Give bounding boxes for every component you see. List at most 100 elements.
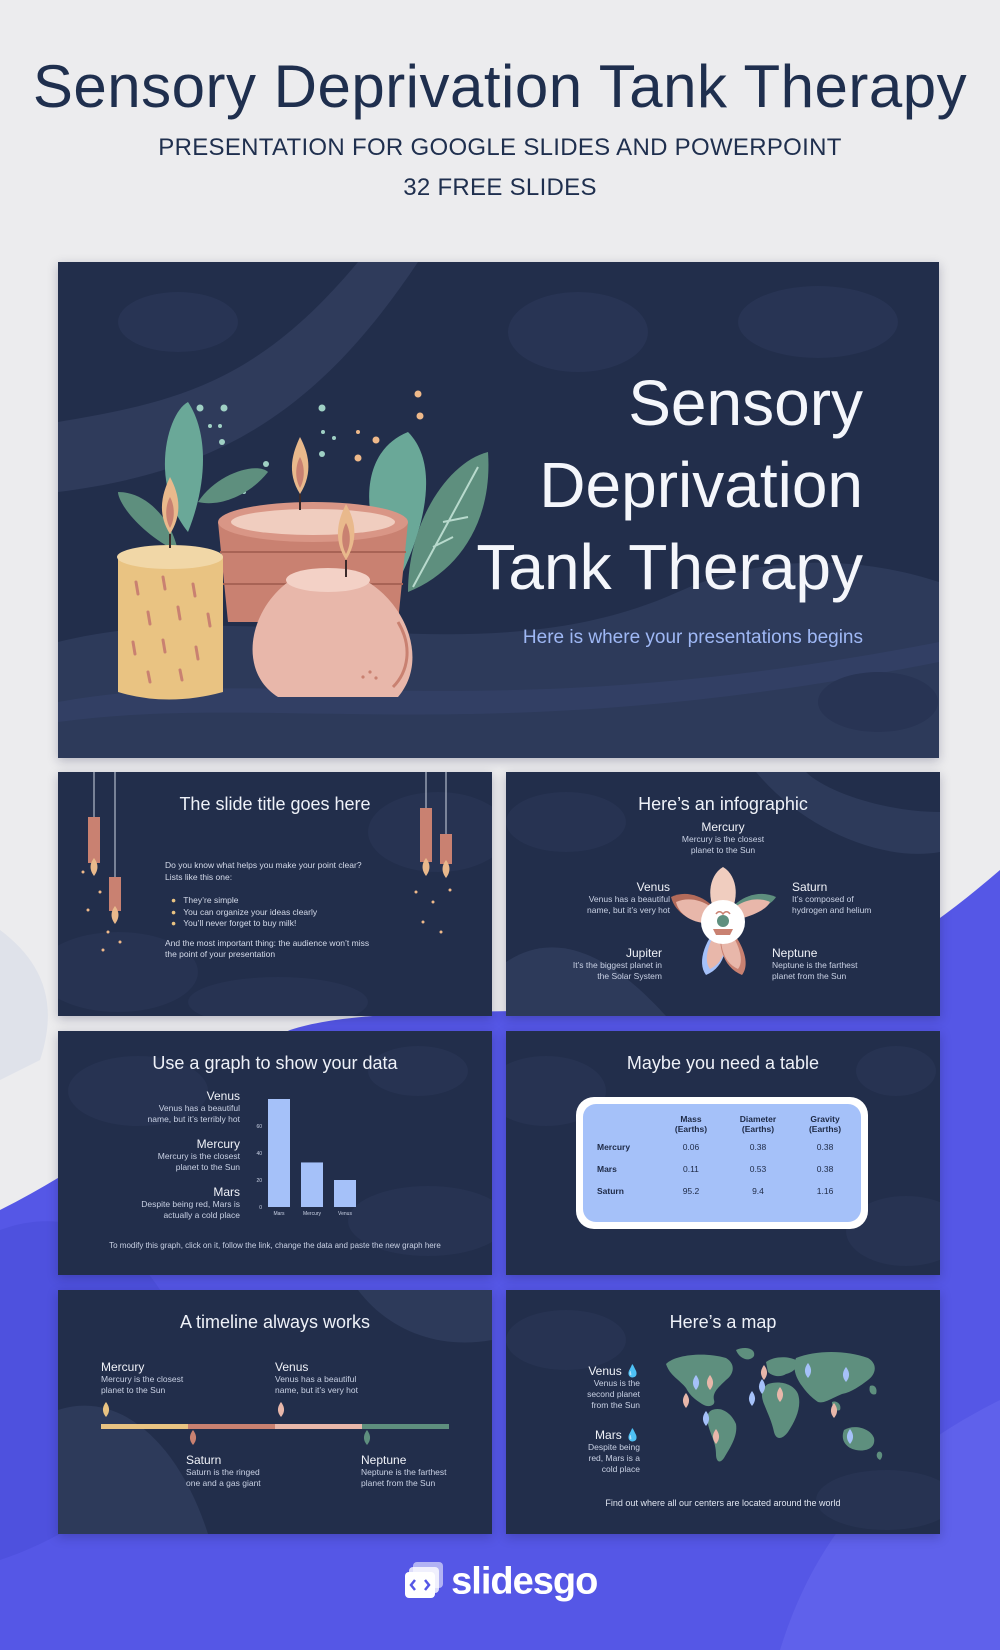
map-item-text: red, Mars is a <box>588 1453 641 1463</box>
x-tick-label: Mars <box>273 1211 285 1217</box>
info-item-text: It’s composed of <box>792 894 854 904</box>
column-header: Diameter(Earths) <box>739 1114 777 1134</box>
slide-count: 32 FREE SLIDES <box>403 174 597 201</box>
world-map[interactable] <box>656 1344 886 1482</box>
slide-title: Maybe you need a table <box>626 1053 820 1073</box>
y-tick-label: 0 <box>259 1205 262 1211</box>
outro-line: And the most important thing: the audien… <box>165 937 370 948</box>
map-item-text: Venus is the <box>593 1378 640 1388</box>
timeline-item-text: one and a gas giant <box>186 1478 261 1488</box>
cover-title: Sensory Deprivation Tank Therapy <box>476 362 863 608</box>
table-frame: Mass(Earths) Diameter(Earths) Gravity(Ea… <box>576 1097 868 1229</box>
info-item-text: Mercury is the closest <box>681 834 765 844</box>
timeline-item-title: Saturn <box>186 1453 222 1467</box>
cover-slide[interactable]: Sensory Deprivation Tank Therapy Here is… <box>58 262 939 758</box>
pin-icon: 💧 <box>625 1428 640 1442</box>
y-tick-label: 40 <box>256 1151 262 1157</box>
timeline-item-text: Mercury is the closest <box>101 1374 184 1384</box>
pin-icon <box>846 1429 854 1444</box>
graph-item-text: actually a cold place <box>163 1210 240 1220</box>
continents <box>666 1348 883 1462</box>
x-tick-label: Venus <box>338 1211 352 1217</box>
cover-title-line: Sensory <box>628 367 863 439</box>
brand-name: slidesgo <box>451 1560 598 1603</box>
candles-illustration <box>117 390 489 700</box>
slide-background-pattern <box>506 772 940 1016</box>
bar-mars[interactable] <box>268 1099 290 1207</box>
info-item-title: Saturn <box>792 880 828 894</box>
slide-graph[interactable]: Use a graph to show your data Venus Venu… <box>58 1031 492 1275</box>
outro-line: the point of your presentation <box>165 949 276 959</box>
column-header: Gravity(Earths) <box>808 1114 842 1134</box>
info-item-text: hydrogen and helium <box>792 905 872 915</box>
slide-table[interactable]: Maybe you need a table Mass(Earths) Diam… <box>506 1031 940 1275</box>
table-panel: Mass(Earths) Diameter(Earths) Gravity(Ea… <box>583 1104 861 1222</box>
x-tick-label: Mercury <box>303 1211 322 1217</box>
brand-logo[interactable]: slidesgo <box>0 1560 1000 1604</box>
pin-icon: 💧 <box>625 1364 640 1378</box>
graph-item-title: Mercury <box>196 1137 240 1151</box>
map-item-title: Venus 💧 <box>588 1364 640 1378</box>
map-item-text: cold place <box>601 1464 640 1474</box>
table-header-row: Mass(Earths) Diameter(Earths) Gravity(Ea… <box>587 1112 857 1136</box>
timeline-item-text: name, but it’s very hot <box>275 1385 358 1395</box>
graph-item-title: Venus <box>206 1089 240 1103</box>
info-item-text: Neptune is the farthest <box>772 960 858 970</box>
timeline-item-title: Venus <box>275 1360 309 1374</box>
pin-icon <box>748 1391 756 1406</box>
graph-item-text: Mercury is the closest <box>157 1151 240 1161</box>
graph-item-mars: Mars Despite being red, Mars is actually… <box>141 1185 240 1221</box>
timeline-item-text: Venus has a beautiful <box>275 1374 357 1384</box>
pin-icon <box>692 1375 700 1390</box>
list-item: ● You can organize your ideas clearly <box>171 906 318 917</box>
graph-item-mercury: Mercury Mercury is the closest planet to… <box>158 1137 240 1173</box>
bullet-list: ● They’re simple ● You can organize your… <box>165 895 425 930</box>
drop-icon <box>102 1402 110 1417</box>
pin-icon <box>712 1429 720 1444</box>
pin-icon <box>682 1393 690 1408</box>
bar-mercury[interactable] <box>301 1162 323 1207</box>
hanging-candles-right <box>414 772 452 934</box>
slide-background-pattern <box>58 1290 492 1534</box>
timeline-item-text: planet to the Sun <box>101 1385 166 1395</box>
bar-venus[interactable] <box>334 1180 356 1207</box>
info-item-venus: Venus Venus has a beautiful name, but it… <box>587 880 670 916</box>
graph-item-venus: Venus Venus has a beautiful name, but it… <box>148 1089 240 1125</box>
pin-icon <box>702 1411 710 1426</box>
y-tick-label: 60 <box>256 1124 262 1130</box>
cover-subtitle: Here is where your presentations begins <box>522 627 863 648</box>
info-item-saturn: Saturn It’s composed of hydrogen and hel… <box>792 880 871 916</box>
info-item-jupiter: Jupiter It’s the biggest planet in the S… <box>573 946 662 982</box>
timeline-item-venus: Venus Venus has a beautiful name, but it… <box>275 1360 358 1396</box>
slide-background-pattern <box>58 772 492 1016</box>
drop-icon <box>189 1430 197 1445</box>
slide-background-pattern <box>506 1310 940 1530</box>
timeline-item-saturn: Saturn Saturn is the ringed one and a ga… <box>186 1453 261 1489</box>
graph-item-text: name, but it’s terribly hot <box>147 1114 240 1124</box>
slide-background-pattern <box>68 1046 492 1256</box>
slide-list[interactable]: The slide title goes here Do you know wh… <box>58 772 492 1016</box>
info-item-mercury: Mercury Mercury is the closest planet to… <box>506 820 940 856</box>
slide-map[interactable]: Here’s a map <box>506 1290 940 1534</box>
map-pins <box>682 1363 854 1444</box>
slide-timeline[interactable]: A timeline always works Mercury Mercury … <box>58 1290 492 1534</box>
map-item-title: Mars 💧 <box>595 1428 640 1442</box>
list-item: ● You’ll never forget to buy milk! <box>171 918 297 928</box>
map-item-venus: Venus 💧 Venus is the second planet from … <box>587 1364 640 1411</box>
slide-title: Here’s an infographic <box>638 794 808 814</box>
timeline-item-text: planet from the Sun <box>361 1478 436 1488</box>
column-header: Mass(Earths) <box>674 1114 708 1134</box>
timeline-bar <box>101 1424 449 1429</box>
info-item-text: name, but it’s very hot <box>587 905 670 915</box>
timeline-item-text: Neptune is the farthest <box>361 1467 447 1477</box>
graph-footer: To modify this graph, click on it, follo… <box>109 1241 441 1250</box>
slide-infographic[interactable]: Mercury Mercury is the closest planet to… <box>506 772 940 1016</box>
pin-icon <box>804 1363 812 1378</box>
timeline-item-text: Saturn is the ringed <box>186 1467 260 1477</box>
info-item-title: Jupiter <box>625 946 662 960</box>
map-footer: Find out where all our centers are locat… <box>605 1498 841 1508</box>
map-item-text: second planet <box>587 1389 640 1399</box>
